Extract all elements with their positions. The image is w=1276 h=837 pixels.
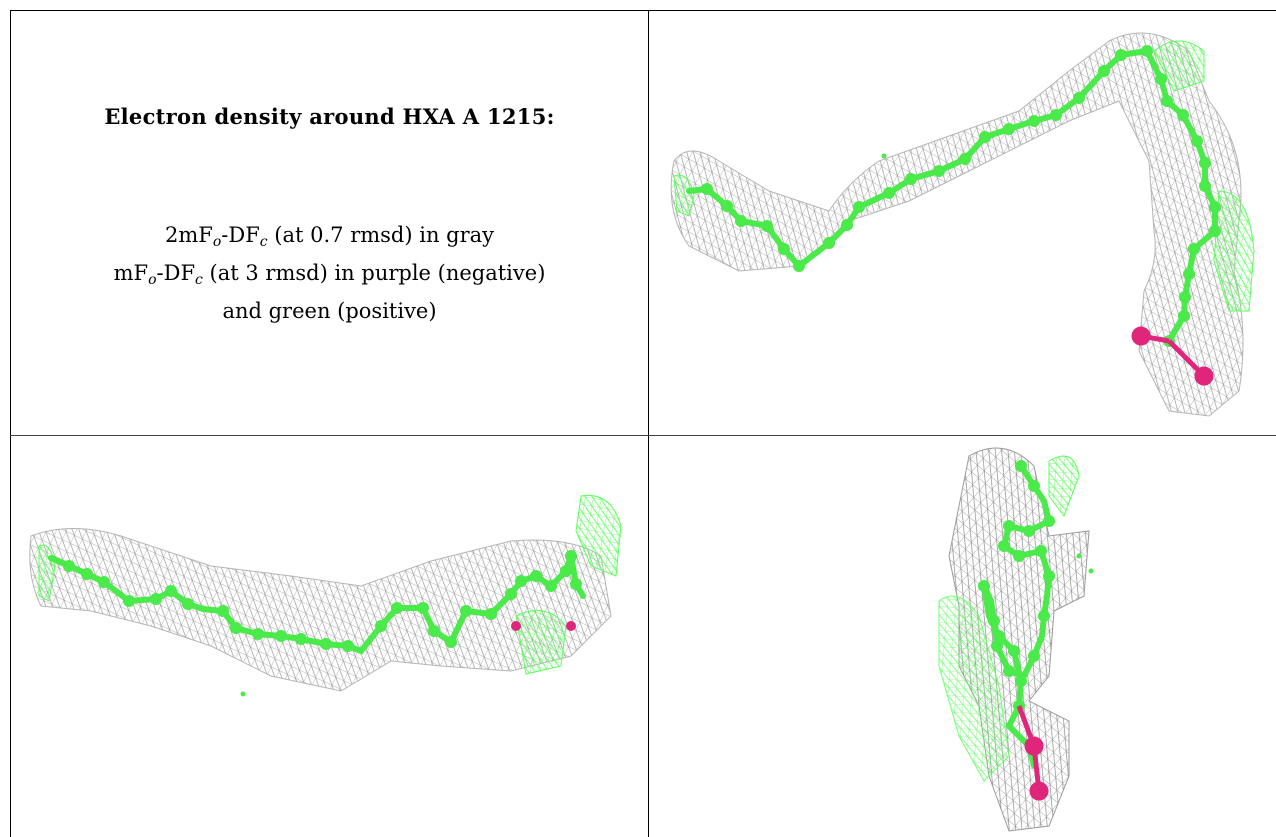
green-difference-mesh-3 [673, 174, 695, 217]
green-difference-mesh-2 [515, 609, 567, 675]
oxygen-atoms [1131, 326, 1214, 386]
table-top-border [10, 10, 1276, 11]
caption-line2-mid: -DF [156, 261, 196, 285]
caption-line-mfo: mFo-DFc (at 3 rmsd) in purple (negative) [11, 254, 648, 292]
table-left-border [10, 10, 11, 837]
molecule-density-icon [938, 447, 1094, 832]
oxygen-atoms [511, 621, 576, 631]
green-difference-mesh [1153, 40, 1205, 92]
green-difference-mesh-2 [1048, 455, 1080, 518]
view-bottom-left [11, 436, 648, 837]
caption-line1-sub2: c [259, 234, 268, 250]
caption-description: 2mFo-DFc (at 0.7 rmsd) in gray mFo-DFc (… [11, 216, 648, 330]
green-difference-mesh-2 [1213, 190, 1255, 312]
caption-cell: Electron density around HXA A 1215: 2mFo… [11, 11, 648, 435]
caption-line1-suffix: (at 0.7 rmsd) in gray [267, 223, 495, 247]
molecule-density-icon [670, 32, 1255, 417]
caption-line1-sub1: o [212, 234, 222, 250]
caption-line2-sub2: c [195, 272, 203, 288]
caption-line-2mfo: 2mFo-DFc (at 0.7 rmsd) in gray [11, 216, 648, 254]
caption-line2-prefix: mF [113, 261, 149, 285]
oxygen-atoms [1016, 705, 1049, 801]
molecule-density-icon [29, 494, 622, 697]
caption-line1-prefix: 2mF [164, 223, 213, 247]
ligand-atoms [978, 460, 1094, 712]
green-difference-mesh [575, 494, 622, 577]
gray-density-mesh [29, 528, 612, 692]
caption-line2-sub1: o [148, 272, 157, 288]
view-top-right [649, 11, 1276, 435]
caption-line2-suffix: (at 3 rmsd) in purple (negative) [202, 261, 546, 285]
caption-line1-mid: -DF [221, 223, 260, 247]
caption-line-green: and green (positive) [222, 299, 437, 323]
caption-title: Electron density around HXA A 1215: [104, 104, 555, 129]
green-difference-mesh [938, 595, 1010, 782]
table-column-divider [648, 10, 649, 837]
ligand-atoms [63, 550, 582, 697]
table-row-divider [10, 435, 1276, 436]
ligand-atoms [701, 45, 1221, 347]
view-bottom-right [649, 436, 1276, 837]
ligand-bonds [981, 463, 1053, 769]
